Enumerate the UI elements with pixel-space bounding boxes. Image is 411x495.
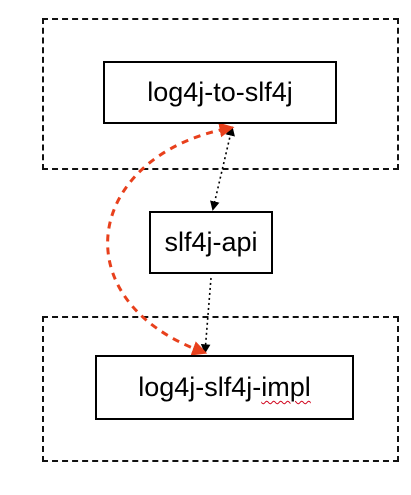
node-log4j-slf4j-impl-label-main: log4j-slf4j-: [138, 372, 262, 402]
edge-log4j-to-slf4j-to-slf4j-api: [210, 126, 235, 211]
node-log4j-to-slf4j: log4j-to-slf4j: [103, 61, 337, 124]
node-slf4j-api-label: slf4j-api: [164, 227, 258, 257]
node-log4j-slf4j-impl: log4j-slf4j-impl: [95, 355, 354, 420]
node-log4j-slf4j-impl-label: log4j-slf4j-impl: [138, 372, 311, 403]
edge-log4j-slf4j-impl-to-log4j-to-slf4j: [106, 122, 235, 356]
edge-slf4j-api-to-log4j-slf4j-impl: [200, 277, 212, 354]
node-log4j-slf4j-impl-label-suffix: impl: [261, 372, 311, 402]
node-log4j-to-slf4j-label: log4j-to-slf4j: [147, 77, 293, 107]
node-slf4j-api: slf4j-api: [149, 211, 273, 274]
